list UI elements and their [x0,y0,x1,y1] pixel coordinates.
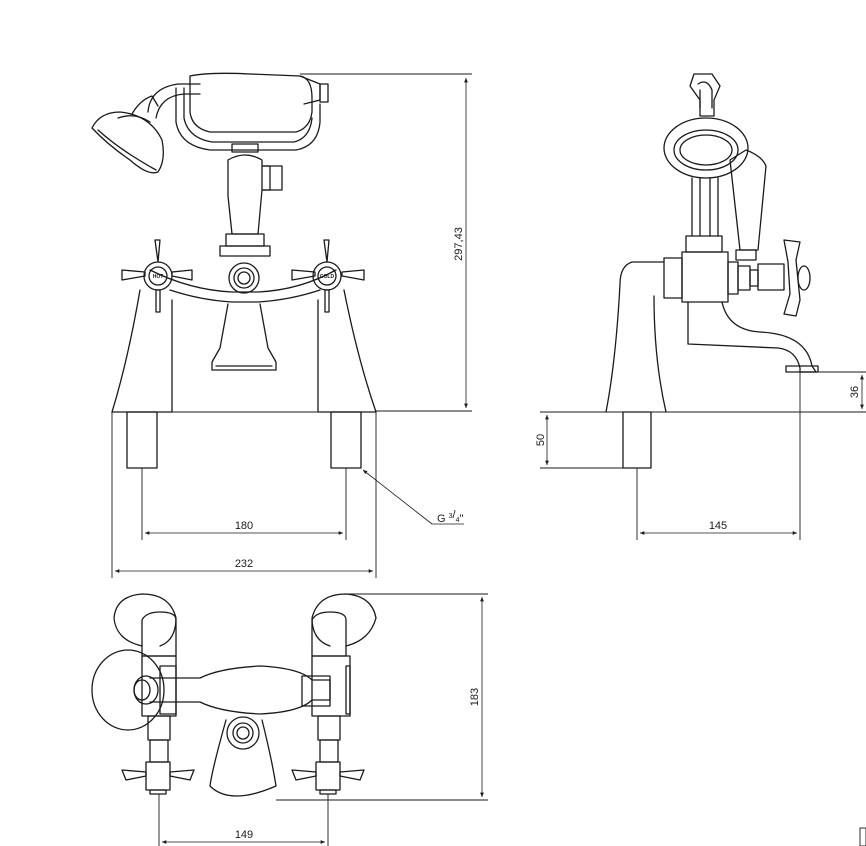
side-nut [663,257,683,299]
corner-mark [859,827,866,846]
central-column [219,143,283,257]
dim-top-centers: 149 [235,829,253,841]
side-dimensions: 50 36 145 [535,375,864,535]
cold-cross-handle: COLD [291,239,365,313]
dim-total-height: 297,43 [453,227,465,261]
handshower-head [91,95,164,174]
handshower-arm [147,83,201,113]
right-pillar [317,289,377,413]
side-view [540,73,866,540]
left-tail [126,411,158,469]
top-dimensions: 183 149 [162,597,484,844]
right-tail [330,411,362,469]
side-lever [729,149,767,251]
hot-cross-handle: HOT [121,239,193,313]
dim-side-depth: 145 [709,520,727,532]
side-handshower-head [663,117,749,179]
left-pillar [111,289,173,413]
top-handshower-head [91,649,165,731]
dim-spout-height: 36 [849,386,861,398]
side-spout [687,301,817,373]
dim-base-height: 50 [535,434,547,446]
top-view [91,593,488,846]
front-view: HOT COLD [91,72,377,578]
hot-label: HOT [153,274,164,280]
center-diverter-knob [228,262,260,294]
dim-top-depth: 183 [469,688,481,706]
top-left-cross-handle [121,761,195,795]
dim-front-centers: 180 [235,520,253,532]
top-right-cross-handle [291,761,365,795]
side-tail [622,411,652,469]
handshower-cradle [175,72,329,151]
dim-overall-width: 232 [235,558,253,570]
front-spout [211,303,277,371]
cold-label: COLD [320,274,335,280]
side-cross-handle [783,239,801,317]
side-hook [689,73,721,117]
dim-thread-size: G 3/4" [437,509,464,525]
front-dimensions: 297,43 180 232 G 3/4" [115,73,472,573]
